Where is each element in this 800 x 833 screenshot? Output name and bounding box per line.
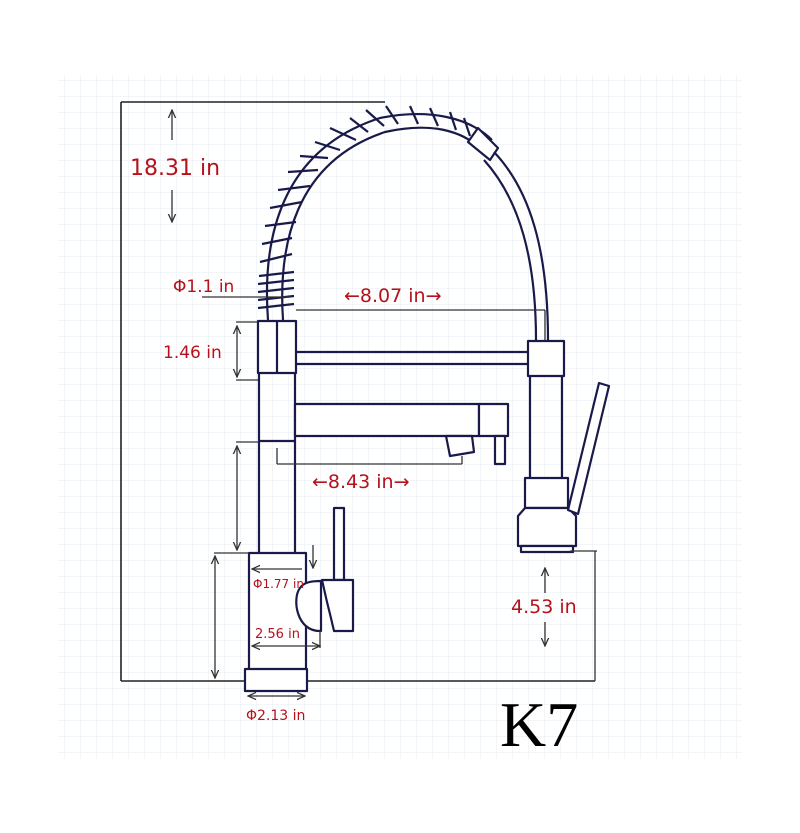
spout-clearance-label: 4.53 in [511, 596, 577, 618]
collar-block [256, 319, 298, 375]
swivel-spout [293, 402, 510, 466]
body-diameter-label: Φ1.77 in [253, 577, 304, 591]
sprayer-lever [566, 381, 611, 516]
overall-height-frame [120, 101, 595, 682]
collar-height-label: 1.46 in [163, 343, 222, 363]
hose-diameter-label: Φ1.1 in [173, 277, 234, 297]
total-height-label: 18.31 in [130, 156, 220, 181]
spout-reach-label: ←8.43 in→ [312, 471, 410, 493]
model-label: K7 [500, 689, 578, 760]
pull-down-sprayer [516, 339, 578, 554]
handle-width-label: 2.56 in [255, 627, 300, 642]
spring-coil-hose [257, 105, 550, 341]
side-lever-handle [295, 506, 355, 633]
sprayer-holder-arm [296, 350, 528, 366]
sprayer-reach-label: ←8.07 in→ [344, 285, 442, 307]
base-escutcheon [243, 667, 309, 693]
base-diameter-label: Φ2.13 in [246, 708, 305, 724]
